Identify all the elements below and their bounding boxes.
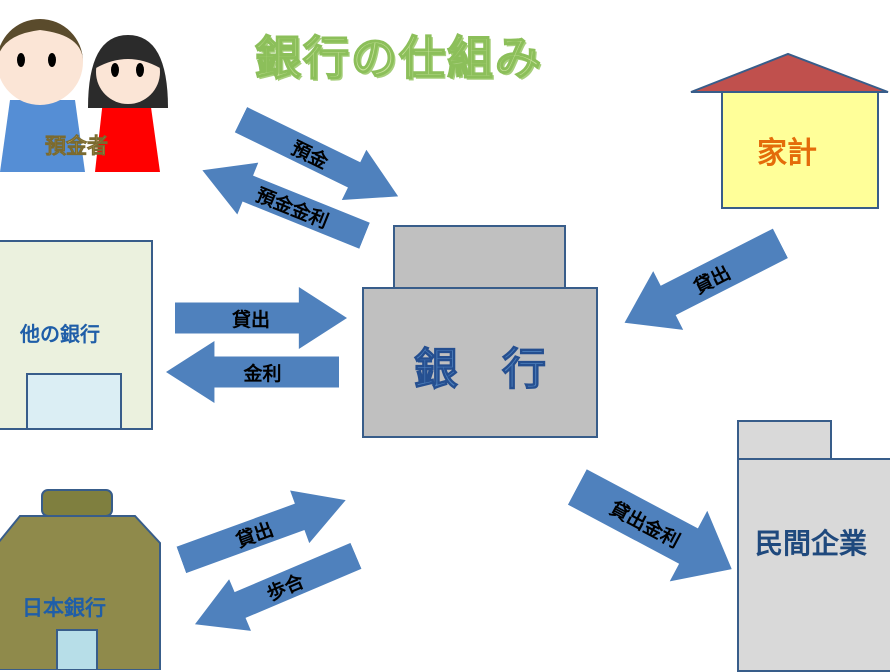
boj-label: 日本銀行 <box>22 596 106 620</box>
interbank-loan-label: 貸出 <box>231 308 270 331</box>
other-bank-label: 他の銀行 <box>20 322 100 346</box>
people-icon <box>0 19 168 172</box>
household-loan-label: 貸出 <box>690 261 735 299</box>
company-annex <box>737 420 832 462</box>
page-title: 銀行の仕組み <box>254 30 543 86</box>
loan-interest-label: 貸出金利 <box>606 497 684 553</box>
deposit-label: 預金 <box>287 136 332 174</box>
bank-building <box>362 287 598 438</box>
company-label: 民間企業 <box>755 527 868 560</box>
company-building <box>737 458 890 672</box>
bank-label: 銀 行 <box>414 344 547 396</box>
other-bank-door <box>26 373 122 430</box>
house-icon <box>690 52 889 209</box>
interbank-interest-arrow: 金利 <box>166 341 339 403</box>
boj-building-icon <box>0 489 161 670</box>
boj-loan-label: 貸出 <box>232 517 277 552</box>
depositors-label: 預金者 <box>45 134 109 159</box>
bank-roof <box>393 225 566 290</box>
loan-interest-arrow: 貸出金利 <box>558 452 750 605</box>
deposit-interest-label: 預金金利 <box>252 183 332 233</box>
household-label: 家計 <box>757 136 817 171</box>
interbank-interest-label: 金利 <box>243 362 282 385</box>
household-loan-arrow: 貸出 <box>610 214 796 352</box>
boj-rate-label: 歩合 <box>263 569 308 606</box>
interbank-loan-arrow: 貸出 <box>175 287 347 349</box>
